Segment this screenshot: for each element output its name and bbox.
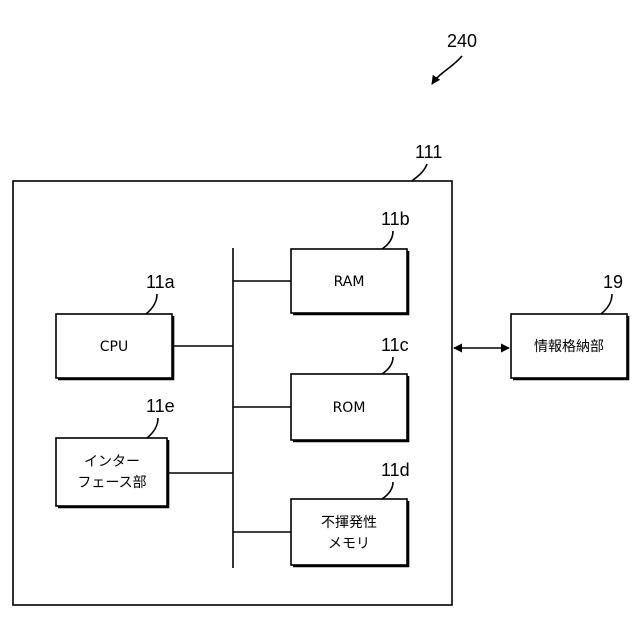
storage-ref-label: 19: [603, 272, 623, 292]
storage-label: 情報格納部: [534, 339, 604, 355]
interface-ref-label: 11e: [146, 396, 175, 416]
figure-ref-arrow: [432, 56, 462, 84]
interface-label-line-1: インター: [84, 454, 140, 470]
device-ref-leader: [412, 164, 427, 181]
storage-ref-leader: [601, 294, 612, 314]
interface-box: [56, 438, 167, 506]
device-ref-label: 111: [415, 142, 442, 162]
cpu-label: CPU: [100, 339, 128, 355]
nonvolatile-label-line-2: メモリ: [328, 536, 370, 552]
ram-label: RAM: [334, 274, 365, 290]
figure-ref-label: 240: [447, 31, 477, 51]
ram-ref-label: 11b: [381, 209, 410, 229]
nonvolatile-box: [291, 499, 407, 565]
rom-ref-label: 11c: [381, 335, 409, 355]
nonvolatile-ref-label: 11d: [381, 460, 410, 480]
nonvolatile-label-line-1: 不揮発性: [321, 515, 377, 531]
cpu-ref-label: 11a: [146, 272, 176, 292]
rom-label: ROM: [333, 400, 366, 416]
interface-label-line-2: フェース部: [77, 475, 146, 491]
